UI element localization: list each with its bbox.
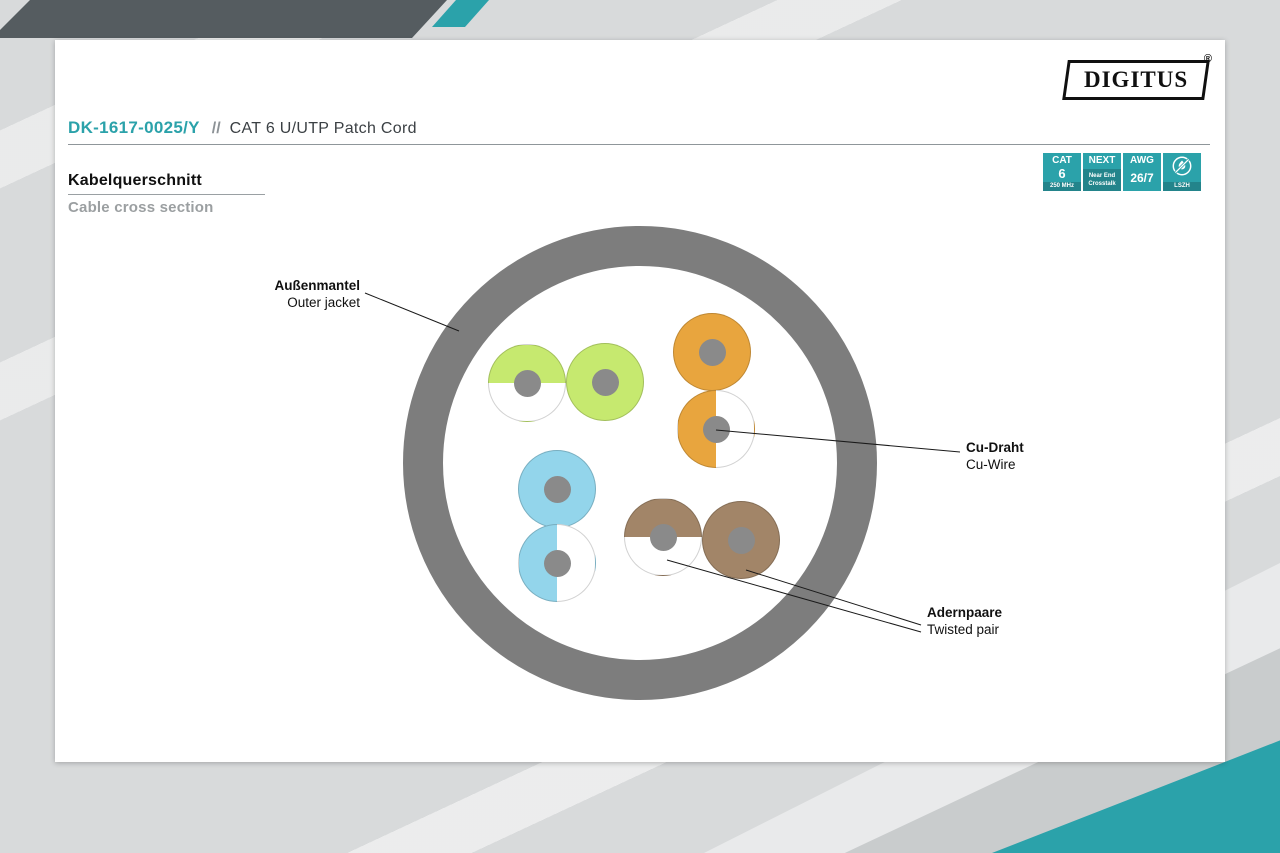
badge-next-label: NEXT xyxy=(1088,155,1116,166)
wire-brown-solid xyxy=(702,501,780,579)
wire-orange-striped xyxy=(677,390,755,468)
badge-awg-label: AWG xyxy=(1130,155,1154,166)
callout-outer-jacket-en: Outer jacket xyxy=(287,295,360,310)
section-heading: Kabelquerschnitt Cable cross section xyxy=(68,172,265,216)
wire-brown-striped xyxy=(624,498,702,576)
callout-cu-wire-de: Cu-Draht xyxy=(966,440,1024,455)
callout-twisted-pair-de: Adernpaare xyxy=(927,605,1003,620)
wire-green-striped xyxy=(488,344,566,422)
callout-twisted-pair-en: Twisted pair xyxy=(927,622,1000,637)
title-separator: // xyxy=(211,120,221,137)
lszh-flame-crossed-icon xyxy=(1172,156,1192,176)
digitus-logo: DIGITUS ® xyxy=(1062,53,1212,100)
badge-cat6-frequency: 250 MHz xyxy=(1043,182,1081,191)
badge-next-line1: Near End xyxy=(1088,173,1116,179)
badge-awg: AWG 26/7 xyxy=(1123,153,1161,191)
wire-green-solid xyxy=(566,343,644,421)
product-code: DK-1617-0025/Y xyxy=(68,118,200,137)
badge-cat6-label: CAT xyxy=(1052,155,1072,166)
product-name: CAT 6 U/UTP Patch Cord xyxy=(229,120,417,137)
wire-blue-striped xyxy=(518,524,596,602)
callout-cu-wire-en: Cu-Wire xyxy=(966,457,1016,472)
registered-trademark-symbol: ® xyxy=(1203,53,1212,65)
badge-cat6: CAT 6 250 MHz xyxy=(1043,153,1081,191)
cable-cross-section-diagram: Außenmantel Outer jacket Cu-Draht Cu-Wir… xyxy=(55,40,1225,762)
badge-next: NEXT Near End Crosstalk xyxy=(1083,153,1121,191)
badge-lszh: LSZH xyxy=(1163,153,1201,191)
badge-next-line2: Crosstalk xyxy=(1088,181,1116,187)
badge-cat6-value: 6 xyxy=(1058,166,1066,181)
section-heading-underline xyxy=(68,194,265,195)
callout-outer-jacket-de: Außenmantel xyxy=(274,278,360,293)
badge-lszh-label: LSZH xyxy=(1163,182,1201,191)
callout-twisted-pair: Adernpaare Twisted pair xyxy=(927,604,1002,638)
callout-outer-jacket: Außenmantel Outer jacket xyxy=(200,277,360,311)
badge-awg-value: 26/7 xyxy=(1130,171,1154,185)
product-title-row: DK-1617-0025/Y // CAT 6 U/UTP Patch Cord xyxy=(68,118,417,138)
section-heading-de: Kabelquerschnitt xyxy=(68,172,202,189)
content-card: DIGITUS ® DK-1617-0025/Y // CAT 6 U/UTP Pa… xyxy=(55,40,1225,762)
spec-badges: CAT 6 250 MHz NEXT Near End Crosstalk AW… xyxy=(1043,153,1201,191)
title-underline xyxy=(68,144,1210,145)
outer-jacket-ring xyxy=(403,226,877,700)
wire-orange-solid xyxy=(673,313,751,391)
wire-blue-solid xyxy=(518,450,596,528)
callout-cu-wire: Cu-Draht Cu-Wire xyxy=(966,439,1024,473)
section-heading-en: Cable cross section xyxy=(68,199,214,216)
badge-next-sublabel: Near End Crosstalk xyxy=(1083,169,1121,191)
